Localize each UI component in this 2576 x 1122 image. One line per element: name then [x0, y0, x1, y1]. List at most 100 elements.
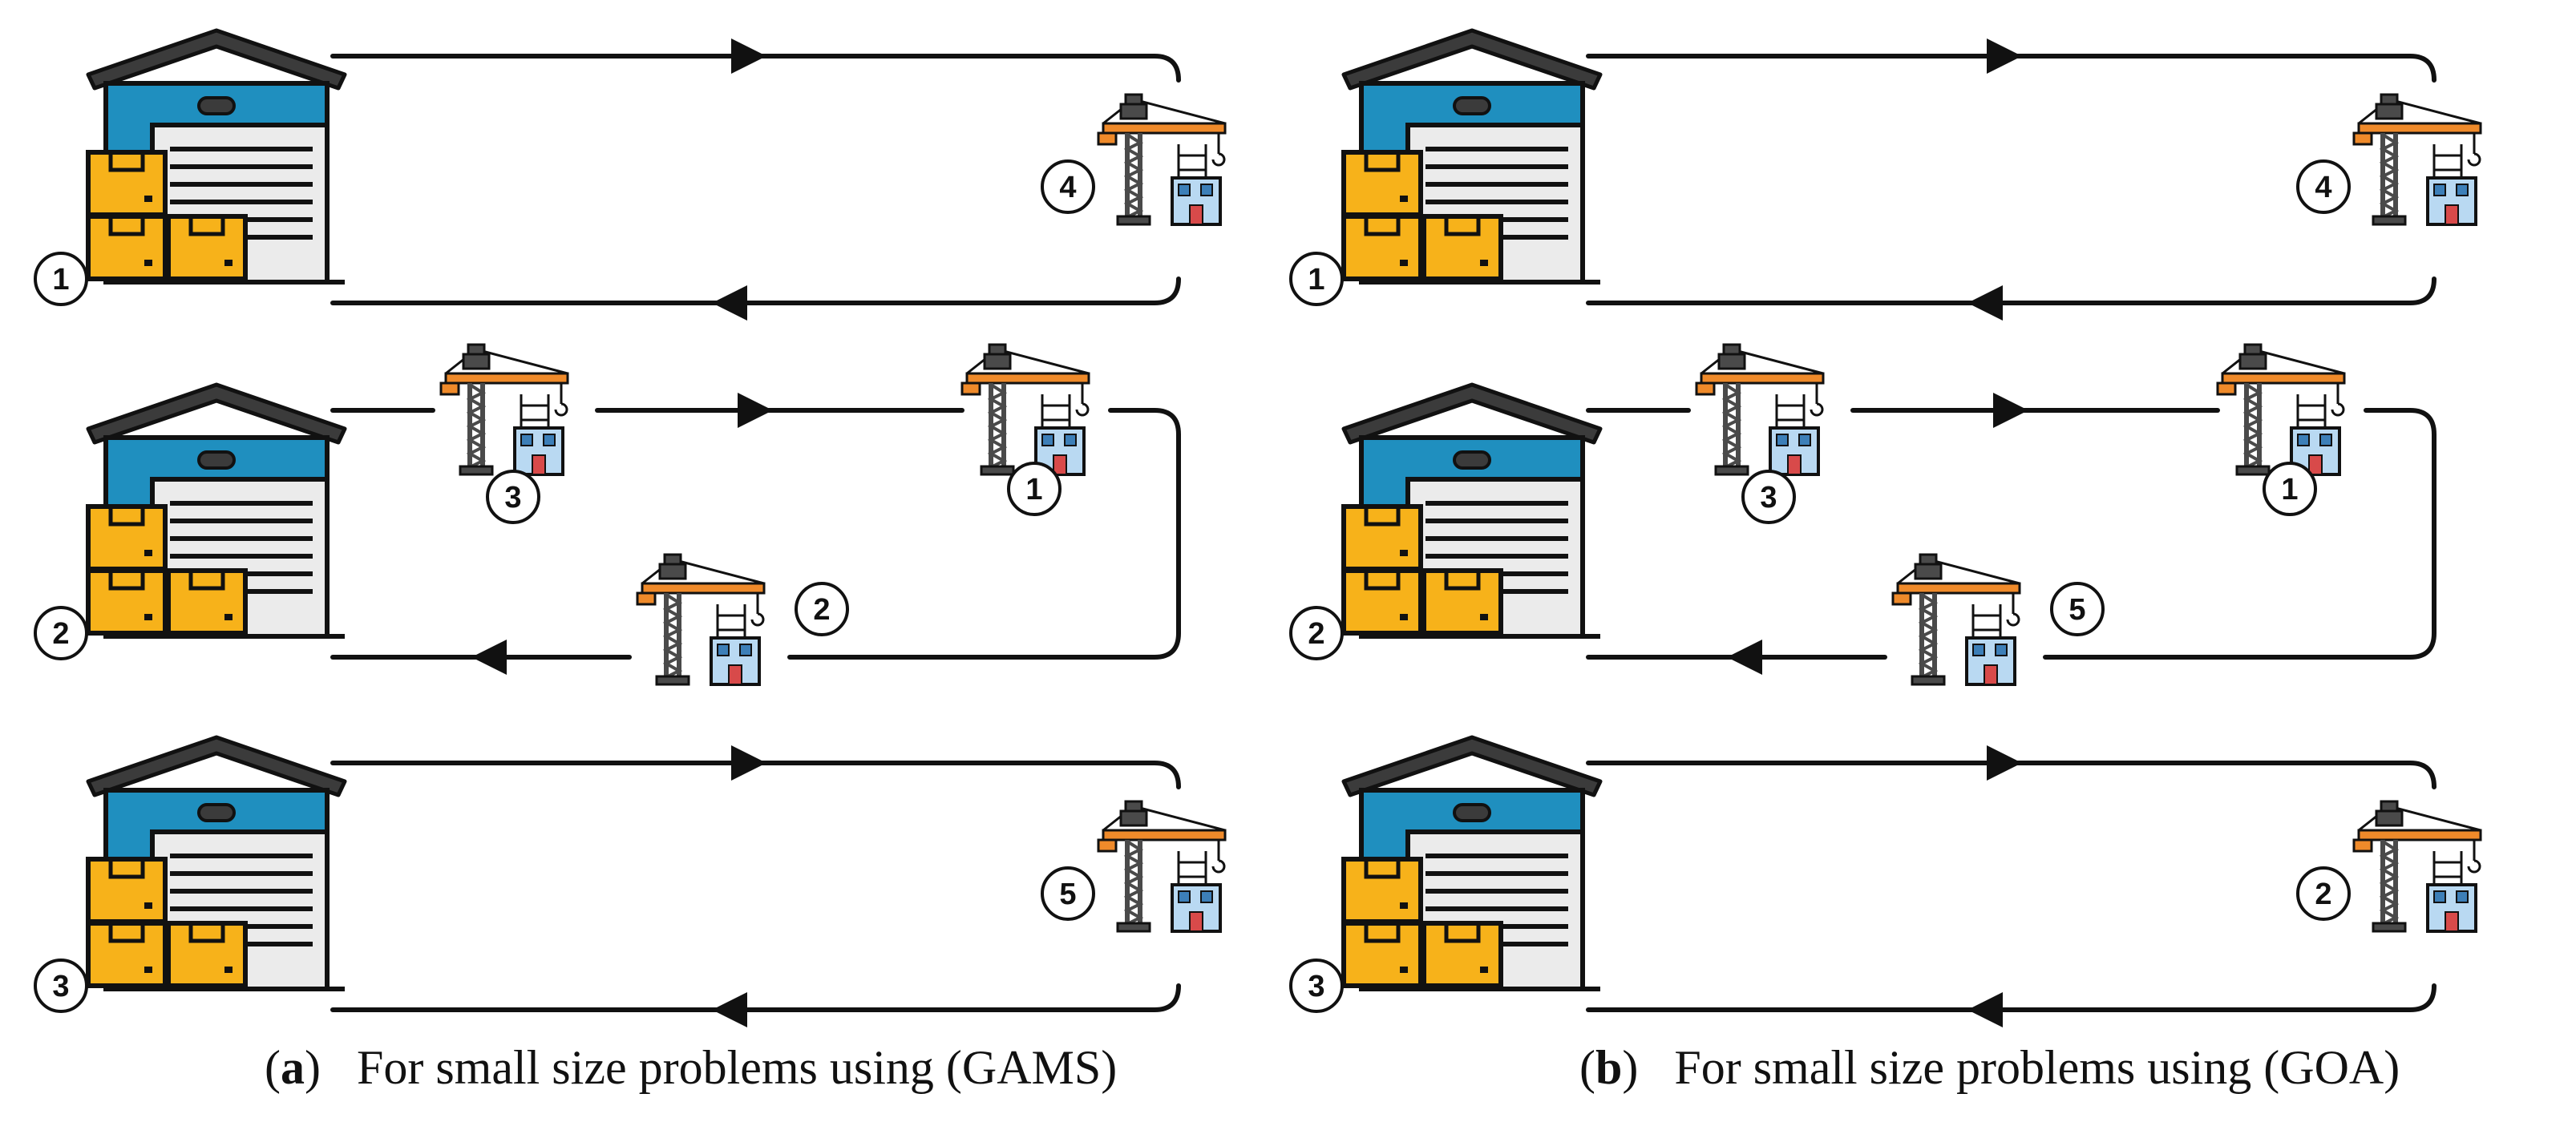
crane-jib [444, 372, 569, 385]
warehouse-vent [1453, 450, 1491, 470]
badge-circle [2050, 582, 2105, 636]
panel-b-row-3-arrow-out [1987, 745, 2022, 781]
building-door [2445, 911, 2459, 932]
panel-a-row-1-warehouse-number: 1 [34, 252, 88, 306]
crane-lattice [2242, 383, 2263, 469]
crane-cab [1119, 809, 1148, 827]
box [1341, 921, 1423, 988]
panel-b-row-3-warehouse-icon [1341, 735, 1603, 991]
crane-base [2372, 922, 2407, 933]
crane-top [1722, 343, 1741, 356]
badge-label: 1 [52, 263, 69, 297]
panel-b-row-1-crane-construction-site-icon [2352, 93, 2482, 226]
box-label [1480, 967, 1488, 973]
crane-lattice [2379, 133, 2400, 219]
box-label [144, 260, 152, 266]
panel-a-row-3-warehouse-number: 3 [34, 959, 88, 1013]
crane-hook [2006, 612, 2020, 627]
badge-label: 3 [52, 970, 69, 1003]
building-door [1189, 911, 1203, 932]
panel-a-row-3-crane-construction-site-icon [1097, 800, 1227, 933]
building-window [717, 644, 730, 656]
crane-cab [1119, 103, 1148, 120]
panel-b-row-2-route-segment-3 [2043, 408, 2436, 660]
crane-jib [2221, 372, 2346, 385]
building-window [739, 644, 752, 656]
building-window [1798, 434, 1811, 446]
box [86, 150, 168, 217]
badge-circle [2296, 159, 2351, 214]
building-window [2297, 434, 2310, 446]
panel-b-row-3-warehouse-number: 3 [1289, 959, 1344, 1013]
building-window [1178, 890, 1191, 903]
building-window [2433, 890, 2446, 903]
panel-a-row-1-warehouse-icon [86, 28, 347, 285]
crane-counterweight [960, 381, 981, 396]
panel-a-row-1-arrow-return [712, 285, 747, 321]
crane-cab [658, 563, 687, 580]
box-label [144, 196, 152, 202]
panel-a-row-3-route-top [330, 761, 1181, 789]
crane-base [1714, 465, 1749, 476]
crane-top [2380, 93, 2399, 106]
box [1341, 214, 1423, 281]
box-tape [1364, 859, 1401, 879]
panel-a-row-2-crane-construction-site-icon-c [636, 553, 766, 686]
crane-cab [1717, 353, 1746, 370]
box [1341, 504, 1423, 571]
scaffold [1177, 144, 1207, 178]
building-window [543, 434, 556, 446]
box [1421, 568, 1503, 636]
badge-label: 1 [1025, 473, 1042, 507]
crane-jib [1896, 582, 2021, 595]
building-window [1200, 890, 1213, 903]
crane-counterweight [1097, 838, 1118, 853]
box-tape [1364, 152, 1401, 172]
box-tape [1444, 216, 1481, 236]
building-door [532, 454, 546, 475]
badge-circle [34, 959, 88, 1013]
box [166, 921, 248, 988]
badge-circle [2296, 866, 2351, 921]
box-label [144, 614, 152, 620]
box [1421, 214, 1503, 281]
caption-panel-a: (a) For small size problems using (GAMS) [265, 1041, 1118, 1094]
crane-counterweight [2352, 838, 2373, 853]
panel-b-row-2-arrow-out [1993, 393, 2028, 428]
badge-label: 2 [52, 617, 69, 651]
scaffold [2432, 144, 2463, 178]
panel-b-row-3-arrow-return [1967, 992, 2003, 1027]
box-label [1400, 196, 1408, 202]
badge-circle [1041, 159, 1095, 214]
crane-counterweight [2216, 381, 2237, 396]
badge-label: 3 [504, 481, 521, 515]
box [86, 504, 168, 571]
box-label [224, 614, 233, 620]
crane-counterweight [1891, 591, 1912, 606]
box [1341, 150, 1423, 217]
box-label [1400, 902, 1408, 909]
warehouse-vent [197, 803, 236, 822]
crane-jib [965, 372, 1090, 385]
crane-cab [462, 353, 491, 370]
panel-a-row-3-arrow-return [712, 992, 747, 1027]
scaffold [2296, 394, 2327, 428]
panel-a-row-2-site-number-b: 1 [1007, 462, 1062, 516]
badge-circle [34, 606, 88, 660]
panel-a-row-3-arrow-out [731, 745, 766, 781]
panel-a-row-2-site-number-a: 3 [486, 470, 540, 524]
crane-hook [750, 612, 765, 627]
badge-label: 4 [1059, 171, 1076, 204]
warehouse-roof [86, 382, 347, 445]
crane-counterweight [439, 381, 460, 396]
crane-lattice [987, 383, 1008, 469]
warehouse-vent [197, 96, 236, 115]
badge-circle [2263, 462, 2317, 516]
panel-a-row-1-route-bottom [330, 276, 1181, 305]
box-tape [188, 216, 225, 236]
box-tape [108, 859, 145, 879]
box-label [144, 550, 152, 556]
box-tape [188, 571, 225, 591]
crane-base [655, 675, 690, 686]
